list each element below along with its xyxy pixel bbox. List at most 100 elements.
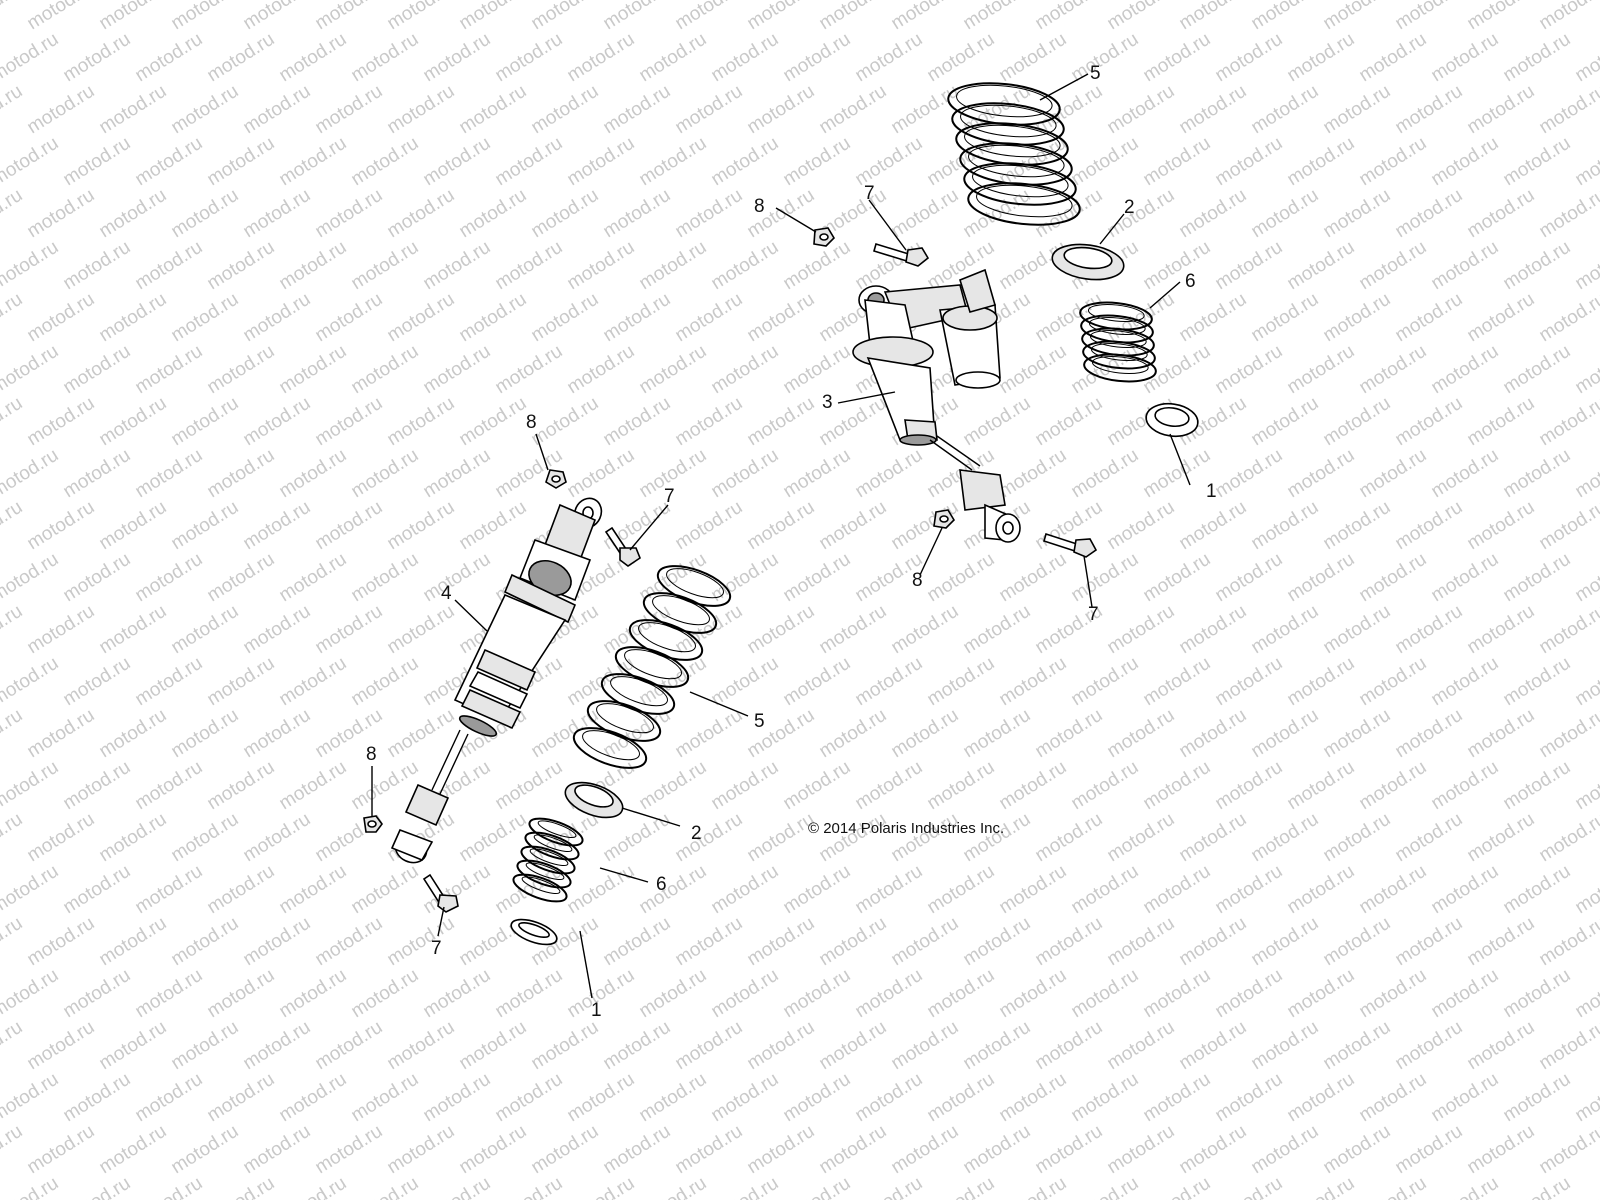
- right-nut-bottom: [933, 509, 956, 529]
- watermark-text: motod.ru: [456, 497, 531, 555]
- spring-coil: [572, 727, 648, 769]
- watermark-text: motod.ru: [60, 29, 135, 87]
- watermark-text: motod.ru: [1032, 1121, 1107, 1179]
- watermark-text: motod.ru: [456, 1121, 531, 1179]
- spring-coil: [512, 873, 568, 903]
- watermark-text: motod.ru: [96, 185, 171, 243]
- watermark-text: motod.ru: [780, 237, 855, 295]
- watermark-text: motod.ru: [1176, 809, 1251, 867]
- watermark-text: motod.ru: [1176, 913, 1251, 971]
- watermark-text: motod.ru: [240, 809, 315, 867]
- spring-coil-inner: [610, 676, 668, 707]
- watermark-text: motod.ru: [1032, 809, 1107, 867]
- watermark-text: motod.ru: [0, 341, 62, 399]
- watermark-text: motod.ru: [276, 133, 351, 191]
- watermark-text: motod.ru: [276, 29, 351, 87]
- watermark-text: motod.ru: [384, 705, 459, 763]
- watermark-text: motod.ru: [888, 0, 963, 34]
- watermark-text: motod.ru: [888, 185, 963, 243]
- watermark-text: motod.ru: [0, 393, 26, 451]
- watermark-text: motod.ru: [132, 1069, 207, 1127]
- watermark-text: motod.ru: [600, 1121, 675, 1179]
- watermark-text: motod.ru: [1392, 913, 1467, 971]
- watermark-text: motod.ru: [600, 81, 675, 139]
- watermark-text: motod.ru: [996, 549, 1071, 607]
- watermark-text: motod.ru: [60, 965, 135, 1023]
- watermark-text: motod.ru: [312, 497, 387, 555]
- watermark-text: motod.ru: [420, 1069, 495, 1127]
- watermark-text: motod.ru: [384, 1017, 459, 1075]
- watermark-text: motod.ru: [276, 653, 351, 711]
- watermark-text: motod.ru: [384, 185, 459, 243]
- watermark-text: motod.ru: [744, 913, 819, 971]
- watermark-text: motod.ru: [276, 237, 351, 295]
- watermark-text: motod.ru: [528, 81, 603, 139]
- watermark-text: motod.ru: [348, 653, 423, 711]
- watermark-text: motod.ru: [564, 445, 639, 503]
- watermark-text: motod.ru: [420, 1173, 495, 1200]
- watermark-text: motod.ru: [492, 1173, 567, 1200]
- watermark-text: motod.ru: [1140, 1069, 1215, 1127]
- spring-coil-inner: [521, 876, 561, 894]
- watermark-text: motod.ru: [1500, 549, 1575, 607]
- watermark-text: motod.ru: [348, 549, 423, 607]
- watermark-text: motod.ru: [1320, 497, 1395, 555]
- watermark-text: motod.ru: [1248, 809, 1323, 867]
- watermark-text: motod.ru: [1212, 133, 1287, 191]
- watermark-text: motod.ru: [780, 341, 855, 399]
- watermark-text: motod.ru: [1428, 133, 1503, 191]
- watermark-text: motod.ru: [204, 133, 279, 191]
- watermark-text: motod.ru: [672, 497, 747, 555]
- watermark-text: motod.ru: [96, 601, 171, 659]
- watermark-text: motod.ru: [384, 0, 459, 34]
- callout-left-1: 1: [591, 1000, 602, 1021]
- watermark-text: motod.ru: [672, 913, 747, 971]
- watermark-text: motod.ru: [1464, 497, 1539, 555]
- watermark-text: motod.ru: [1284, 757, 1359, 815]
- watermark-text: motod.ru: [24, 809, 99, 867]
- watermark-text: motod.ru: [1392, 1121, 1467, 1179]
- watermark-text: motod.ru: [708, 1173, 783, 1200]
- watermark-text: motod.ru: [996, 965, 1071, 1023]
- watermark-text: motod.ru: [780, 445, 855, 503]
- left-tender-spring: [512, 817, 584, 903]
- watermark-text: motod.ru: [636, 29, 711, 87]
- spring-coil-inner: [964, 124, 1061, 158]
- watermark-text: motod.ru: [132, 965, 207, 1023]
- watermark-text: motod.ru: [996, 1173, 1071, 1200]
- right-shock-absorber: [852, 268, 1021, 543]
- watermark-text: motod.ru: [1104, 185, 1179, 243]
- watermark-text: motod.ru: [1392, 1017, 1467, 1075]
- watermark-text: motod.ru: [0, 133, 62, 191]
- watermark-text: motod.ru: [348, 29, 423, 87]
- watermark-text: motod.ru: [168, 601, 243, 659]
- watermark-text: motod.ru: [1500, 965, 1575, 1023]
- watermark-text: motod.ru: [1572, 445, 1600, 503]
- left-bolt-top: [604, 526, 641, 567]
- watermark-text: motod.ru: [1464, 601, 1539, 659]
- watermark-text: motod.ru: [348, 445, 423, 503]
- watermark-text: motod.ru: [0, 757, 62, 815]
- watermark-text: motod.ru: [168, 497, 243, 555]
- watermark-text: motod.ru: [564, 1173, 639, 1200]
- watermark-text: motod.ru: [168, 705, 243, 763]
- spring-coil-inner: [972, 164, 1069, 198]
- watermark-text: motod.ru: [1356, 1069, 1431, 1127]
- watermark-text: motod.ru: [672, 1121, 747, 1179]
- watermark-text: motod.ru: [1500, 29, 1575, 87]
- watermark-text: motod.ru: [1176, 1017, 1251, 1075]
- callout-right-8-top: 8: [754, 196, 765, 217]
- watermark-text: motod.ru: [816, 497, 891, 555]
- watermark-text: motod.ru: [168, 1121, 243, 1179]
- watermark-text: motod.ru: [168, 913, 243, 971]
- watermark-text: motod.ru: [24, 601, 99, 659]
- watermark-text: motod.ru: [1068, 965, 1143, 1023]
- right-nut-top: [813, 227, 836, 247]
- watermark-text: motod.ru: [1212, 653, 1287, 711]
- watermark-text: motod.ru: [708, 29, 783, 87]
- watermark-text: motod.ru: [924, 1069, 999, 1127]
- watermark-text: motod.ru: [780, 1069, 855, 1127]
- left-nut-bottom: [363, 815, 383, 833]
- watermark-text: motod.ru: [1104, 1121, 1179, 1179]
